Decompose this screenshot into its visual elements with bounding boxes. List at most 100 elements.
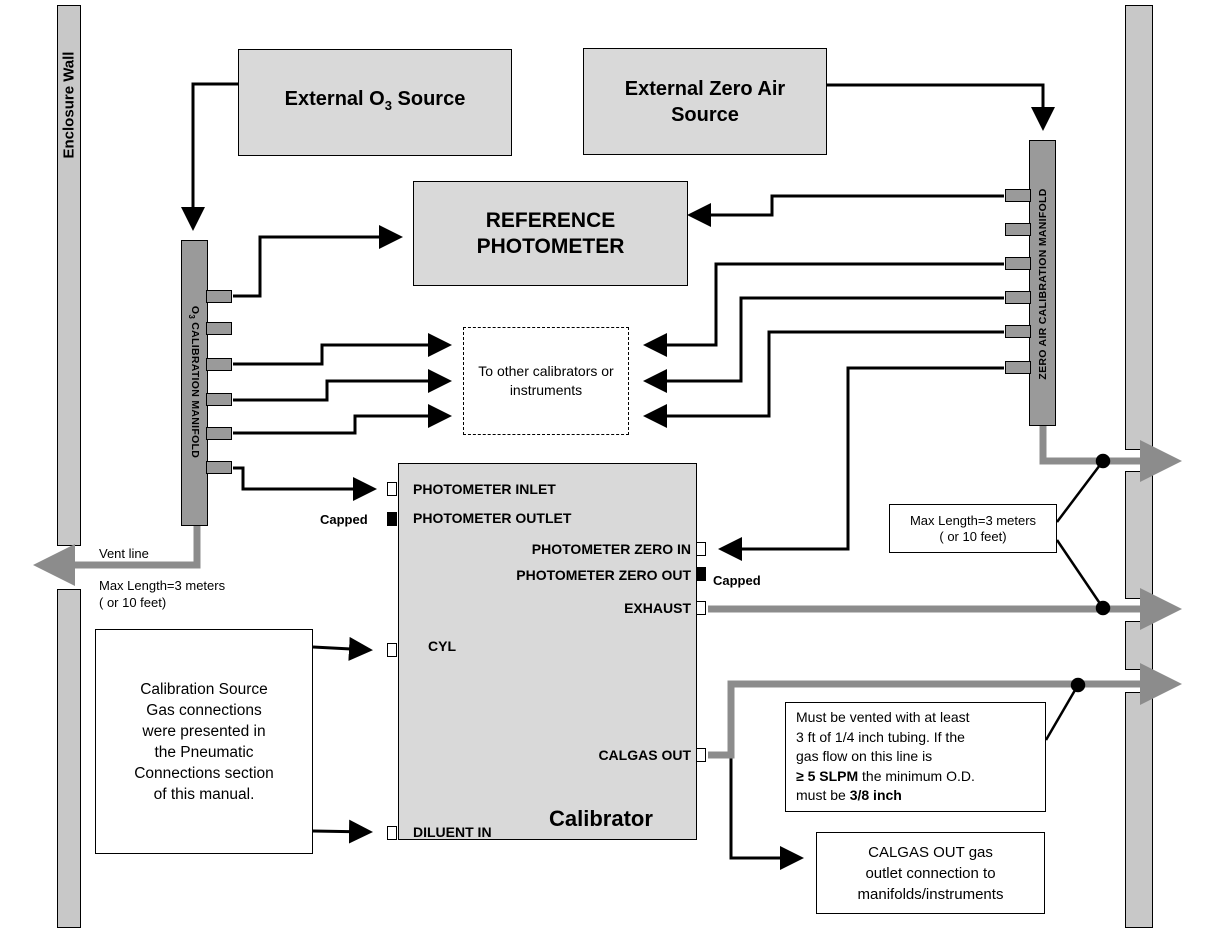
capped-right-label: Capped xyxy=(713,573,761,588)
vent-note-line3: gas flow on this line is xyxy=(796,748,933,764)
source-note-line: were presented in xyxy=(142,722,266,740)
calgas-out-label: CALGAS OUT xyxy=(598,747,691,763)
external-zero-air-source: External Zero Air Source xyxy=(583,48,827,155)
zero-manifold-port xyxy=(1005,189,1031,202)
zero-to-other-2 xyxy=(643,296,1004,393)
diluent-in-label: DILUENT IN xyxy=(413,824,492,840)
max-length-note: Max Length=3 meters ( or 10 feet) xyxy=(889,504,1057,553)
photometer-outlet-port xyxy=(387,512,397,526)
calibrator xyxy=(398,463,697,840)
photometer-inlet-label: PHOTOMETER INLET xyxy=(413,481,556,497)
calgas-note-line3: manifolds/instruments xyxy=(857,885,1004,903)
zero-manifold-port xyxy=(1005,361,1031,374)
vent-note-line5-prefix: must be xyxy=(796,787,850,803)
external-o3-source: External O3 Source xyxy=(238,49,512,156)
o3-manifold-label: O3 CALIBRATION MANIFOLD xyxy=(187,306,201,458)
o3-manifold-port xyxy=(206,322,232,335)
other-calibrators-line1: To other calibrators or xyxy=(478,363,614,379)
exhaust-label: EXHAUST xyxy=(624,600,691,616)
source-note-line: Calibration Source xyxy=(140,680,268,698)
zero-air-calibration-manifold xyxy=(1029,140,1056,426)
source-note-line: Connections section xyxy=(134,764,274,782)
calgas-note-line1: CALGAS OUT gas xyxy=(868,843,993,861)
zero-air-source-line xyxy=(826,83,1055,131)
vent-max-length-line2: ( or 10 feet) xyxy=(99,595,167,610)
o3-to-other-2 xyxy=(233,369,452,402)
diluent-feed-line xyxy=(312,819,373,844)
vent-note-line5: must be 3/8 inch xyxy=(796,786,1035,806)
zero-manifold-port xyxy=(1005,325,1031,338)
vent-line-label: Vent line xyxy=(99,546,149,561)
zero-to-photometer-line xyxy=(687,194,1004,227)
photometer-zero-in-port xyxy=(696,542,706,556)
calibration-source-note: Calibration Source Gas connections were … xyxy=(95,629,313,854)
o3-source-subscript: 3 xyxy=(384,98,392,113)
photometer-zero-in-label: PHOTOMETER ZERO IN xyxy=(531,541,691,557)
cyl-label: CYL xyxy=(428,638,456,654)
zero-to-other-3 xyxy=(643,330,1004,428)
zero-manifold-port xyxy=(1005,291,1031,304)
o3-manifold-port xyxy=(206,427,232,440)
vent-note-line4-prefix: ≥ xyxy=(796,767,808,784)
photometer-zero-out-label: PHOTOMETER ZERO OUT xyxy=(516,567,691,583)
zero-manifold-port xyxy=(1005,257,1031,270)
o3-manifold-port xyxy=(206,393,232,406)
zero-manifold-label: ZERO AIR CALIBRATION MANIFOLD xyxy=(1037,188,1049,380)
left-enclosure-wall-upper xyxy=(57,5,81,546)
zero-manifold-vent-line xyxy=(1039,425,1182,482)
max-length-note-line2: ( or 10 feet) xyxy=(939,528,1007,544)
capped-left-label: Capped xyxy=(320,512,368,527)
reference-photometer: REFERENCE PHOTOMETER xyxy=(413,181,688,286)
o3-to-photometer-line xyxy=(233,225,403,298)
cyl-port xyxy=(387,643,397,657)
photometer-inlet-port xyxy=(387,482,397,496)
diluent-in-port xyxy=(387,826,397,840)
o3-to-other-3 xyxy=(233,404,452,435)
vent-line xyxy=(33,525,201,586)
zero-air-source-line1: External Zero Air xyxy=(624,77,786,100)
photometer-zero-out-port xyxy=(696,567,706,581)
vent-note-od-value: 3/8 inch xyxy=(849,787,902,803)
zero-to-other-1 xyxy=(643,262,1004,357)
other-calibrators-box: To other calibrators or instruments xyxy=(463,327,629,435)
source-note-line: of this manual. xyxy=(153,785,255,803)
cyl-feed-line xyxy=(312,636,373,661)
source-note-line: the Pneumatic xyxy=(154,743,254,761)
photometer-outlet-label: PHOTOMETER OUTLET xyxy=(413,510,572,526)
exhaust-port xyxy=(696,601,706,615)
vent-note-line4-suffix: the minimum O.D. xyxy=(858,767,975,784)
o3-calibration-manifold xyxy=(181,240,208,526)
right-enclosure-wall-2 xyxy=(1125,471,1153,599)
o3-to-other-1 xyxy=(233,333,452,366)
o3-source-label-prefix: External O xyxy=(284,88,385,110)
photometer-line2: PHOTOMETER xyxy=(476,234,625,258)
calgas-out-port xyxy=(696,748,706,762)
o3-manifold-port xyxy=(206,461,232,474)
max-length-note-line1: Max Length=3 meters xyxy=(909,512,1037,528)
left-enclosure-wall-lower xyxy=(57,589,81,928)
photometer-line1: REFERENCE xyxy=(485,208,616,232)
vent-note-flow-value: 5 SLPM xyxy=(807,767,859,784)
calgas-note-line2: outlet connection to xyxy=(865,864,996,882)
right-enclosure-wall-4 xyxy=(1125,692,1153,928)
right-enclosure-wall-1 xyxy=(1125,5,1153,450)
source-note-line: Gas connections xyxy=(146,701,262,719)
zero-air-source-line2: Source xyxy=(671,103,739,126)
zero-manifold-port xyxy=(1005,223,1031,236)
vent-note-line2: 3 ft of 1/4 inch tubing. If the xyxy=(796,728,965,745)
calgas-vent-line xyxy=(708,663,1182,759)
o3-source-label-suffix: Source xyxy=(391,88,466,110)
vent-note-line4: ≥ 5 SLPM the minimum O.D. xyxy=(796,767,1035,787)
vent-max-length-line1: Max Length=3 meters xyxy=(99,578,226,593)
calibrator-title: Calibrator xyxy=(549,806,653,831)
calgas-outlet-note: CALGAS OUT gas outlet connection to mani… xyxy=(816,832,1045,914)
o3-manifold-label-suffix: CALIBRATION MANIFOLD xyxy=(189,319,202,459)
calgas-outlet-line xyxy=(729,755,804,870)
vent-note-line1: Must be vented with at least xyxy=(796,709,970,725)
zero-to-photometer-zero-in xyxy=(718,366,1004,561)
o3-manifold-port xyxy=(206,290,232,303)
o3-to-photometer-inlet xyxy=(233,466,377,501)
o3-manifold-port xyxy=(206,358,232,371)
o3-source-line xyxy=(181,82,238,231)
